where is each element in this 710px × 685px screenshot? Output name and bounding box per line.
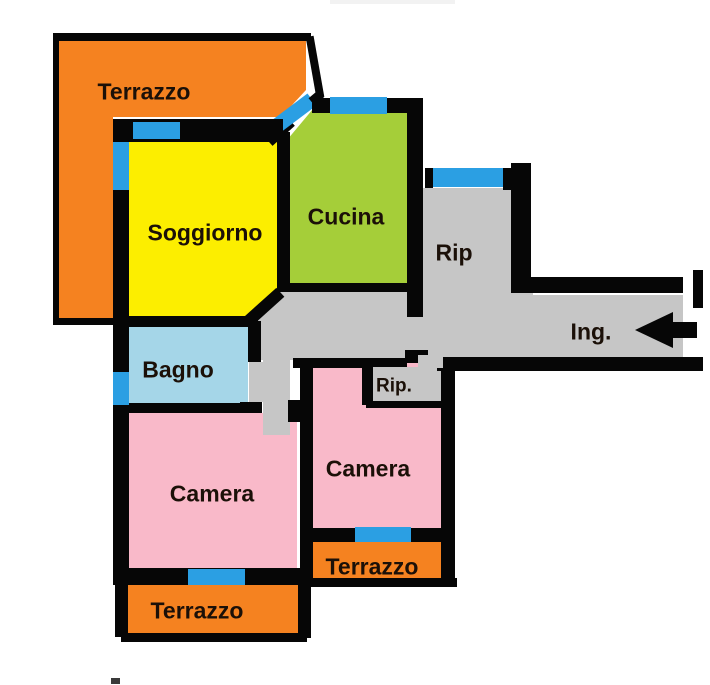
label-rip-small: Rip. bbox=[376, 375, 412, 397]
window-marker bbox=[133, 122, 180, 139]
wall bbox=[298, 585, 311, 638]
wall bbox=[300, 578, 457, 587]
wall bbox=[441, 358, 455, 585]
room-bagno bbox=[128, 327, 248, 403]
wall bbox=[248, 321, 261, 362]
wall bbox=[300, 365, 313, 585]
window-marker bbox=[433, 168, 503, 187]
wall bbox=[693, 270, 703, 308]
wall bbox=[503, 168, 513, 190]
label-terrazzo-bottom-right: Terrazzo bbox=[325, 553, 419, 580]
room-rip-large bbox=[423, 188, 513, 360]
wall bbox=[293, 358, 367, 368]
label-cucina: Cucina bbox=[307, 203, 385, 230]
label-camera-right: Camera bbox=[325, 455, 411, 482]
room-soggiorno bbox=[129, 142, 277, 317]
door-opening-rip-small bbox=[418, 355, 443, 368]
wall bbox=[437, 357, 703, 371]
wall bbox=[362, 358, 373, 405]
label-bagno: Bagno bbox=[142, 356, 214, 383]
corridor-stub bbox=[263, 317, 290, 435]
label-terrazzo-top: Terrazzo bbox=[97, 78, 191, 105]
wall bbox=[366, 401, 443, 408]
room-cucina bbox=[287, 103, 407, 283]
wall bbox=[240, 402, 262, 413]
label-camera-left: Camera bbox=[169, 480, 255, 507]
window-marker bbox=[188, 569, 245, 585]
door-opening-bagno bbox=[249, 362, 263, 402]
window-marker bbox=[113, 142, 129, 190]
window-marker bbox=[355, 527, 411, 542]
label-terrazzo-bottom-left: Terrazzo bbox=[150, 597, 244, 624]
wall bbox=[407, 98, 423, 317]
wall bbox=[511, 163, 531, 277]
wall bbox=[425, 168, 433, 188]
wall bbox=[53, 33, 311, 41]
wall bbox=[113, 119, 129, 585]
room-rip-small bbox=[373, 367, 443, 402]
window-marker bbox=[330, 97, 387, 114]
label-rip-large: Rip bbox=[435, 239, 473, 266]
wall bbox=[362, 358, 407, 367]
wall bbox=[511, 277, 683, 293]
wall bbox=[113, 403, 244, 413]
entrance-arrow-tail bbox=[671, 322, 697, 338]
room-terrazzo-bottom-left bbox=[126, 585, 298, 635]
wall bbox=[53, 33, 59, 325]
wall bbox=[128, 316, 258, 327]
room-terrazzo-bottom-right bbox=[312, 542, 441, 578]
artifact bbox=[330, 0, 455, 4]
room-camera-left bbox=[128, 413, 297, 570]
label-soggiorno: Soggiorno bbox=[147, 219, 263, 246]
entrance-arrow-icon bbox=[635, 312, 673, 348]
window-marker bbox=[113, 372, 129, 405]
wall bbox=[305, 35, 325, 99]
wall bbox=[121, 633, 307, 642]
wall bbox=[277, 283, 408, 292]
label-ingresso: Ing. bbox=[570, 318, 612, 345]
wall bbox=[53, 318, 115, 325]
wall bbox=[115, 585, 128, 637]
artifact bbox=[111, 678, 120, 684]
wall bbox=[277, 132, 290, 288]
